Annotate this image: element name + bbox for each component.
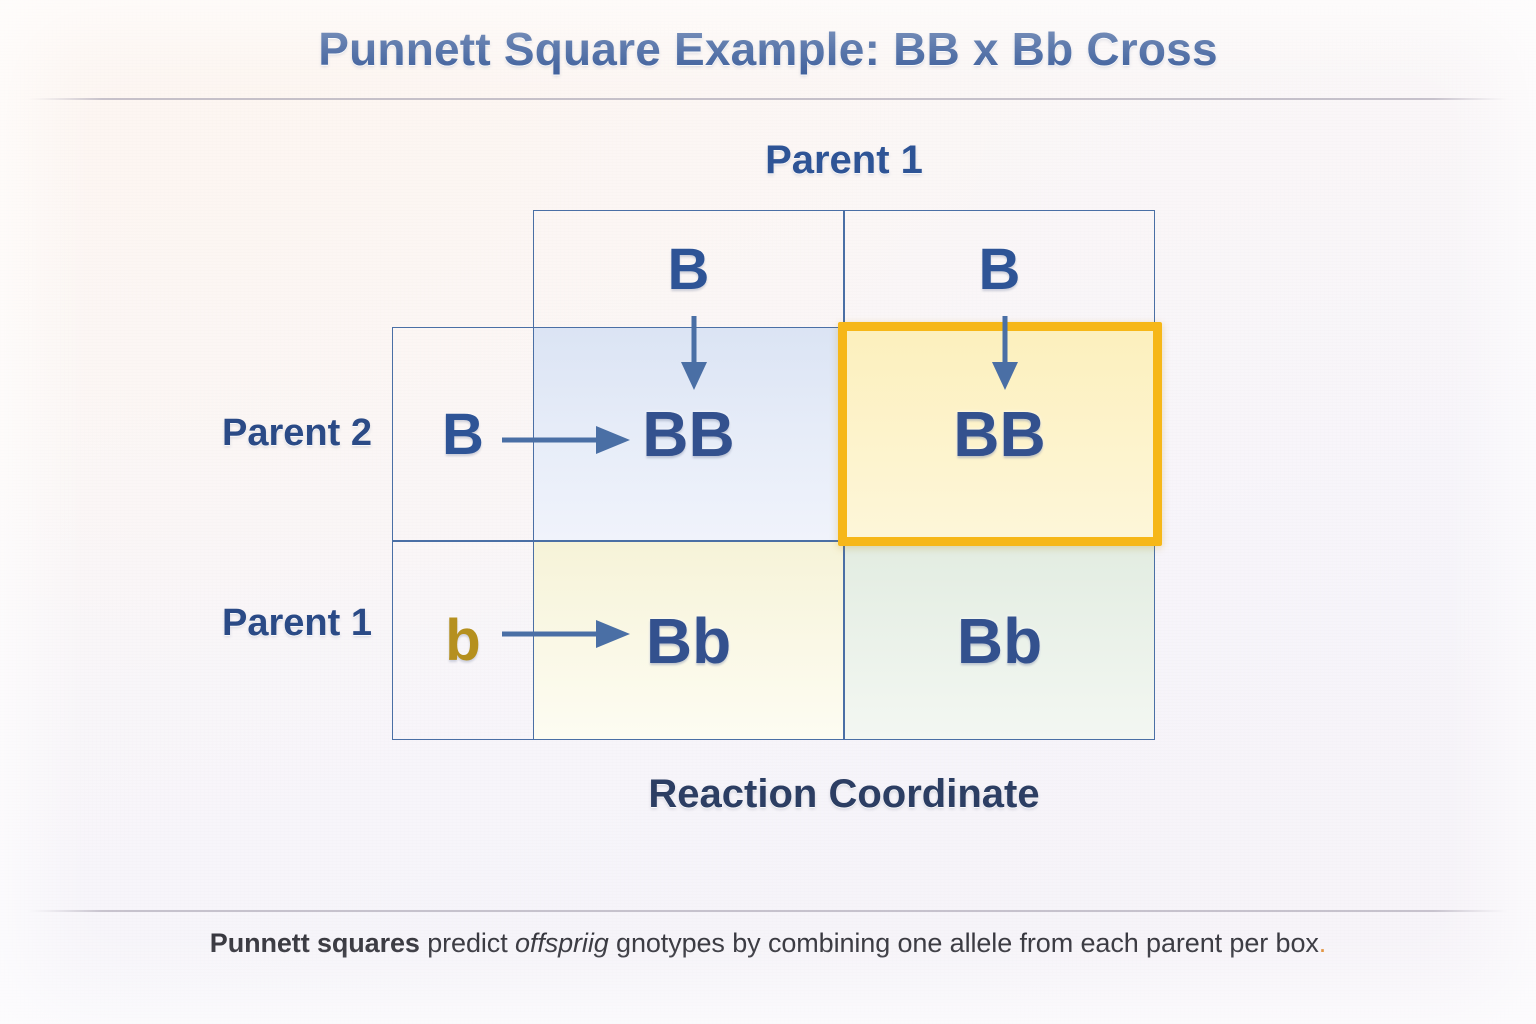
- row-allele-header-0: B: [392, 327, 534, 541]
- punnett-cell-0-0[interactable]: BB: [533, 327, 844, 541]
- genotype-label-1-0: Bb: [645, 604, 732, 677]
- footer-text-part-5: .: [1318, 928, 1327, 958]
- column-allele-header-1: B: [844, 210, 1155, 328]
- top-axis-label-parent-1: Parent 1: [765, 138, 923, 182]
- row-label-parent-1: Parent 1: [222, 602, 372, 644]
- footer-text-part-3: offspriig: [515, 928, 609, 958]
- row-allele-symbol-0: B: [442, 401, 484, 467]
- footer-caption: Punnett squares predict offspriig gnotyp…: [60, 928, 1476, 959]
- column-allele-symbol-1: B: [978, 236, 1021, 302]
- title-divider: [28, 98, 1508, 100]
- page-title: Punnett Square Example: BB x Bb Cross: [318, 23, 1218, 75]
- footer-text-part-2: predict: [427, 928, 515, 958]
- genotype-label-0-1: BB: [953, 398, 1046, 470]
- footer-text-part-1: Punnett squares: [209, 928, 428, 958]
- column-allele-symbol-0: B: [667, 236, 710, 302]
- footer-text-part-4: gnotypes by combining one allele from ea…: [608, 928, 1319, 958]
- axis-caption: Reaction Coordinate: [648, 772, 1040, 816]
- column-allele-header-0: B: [533, 210, 844, 328]
- row-allele-header-1: b: [392, 541, 534, 740]
- genotype-label-1-1: Bb: [956, 604, 1043, 677]
- footer-divider: [28, 910, 1508, 912]
- punnett-cell-1-1[interactable]: Bb: [844, 541, 1155, 740]
- punnett-cell-0-1[interactable]: BB: [844, 327, 1155, 541]
- genotype-label-0-0: BB: [642, 398, 735, 470]
- row-label-parent-2: Parent 2: [222, 412, 372, 454]
- row-allele-symbol-1: b: [445, 608, 481, 673]
- punnett-cell-1-0[interactable]: Bb: [533, 541, 844, 740]
